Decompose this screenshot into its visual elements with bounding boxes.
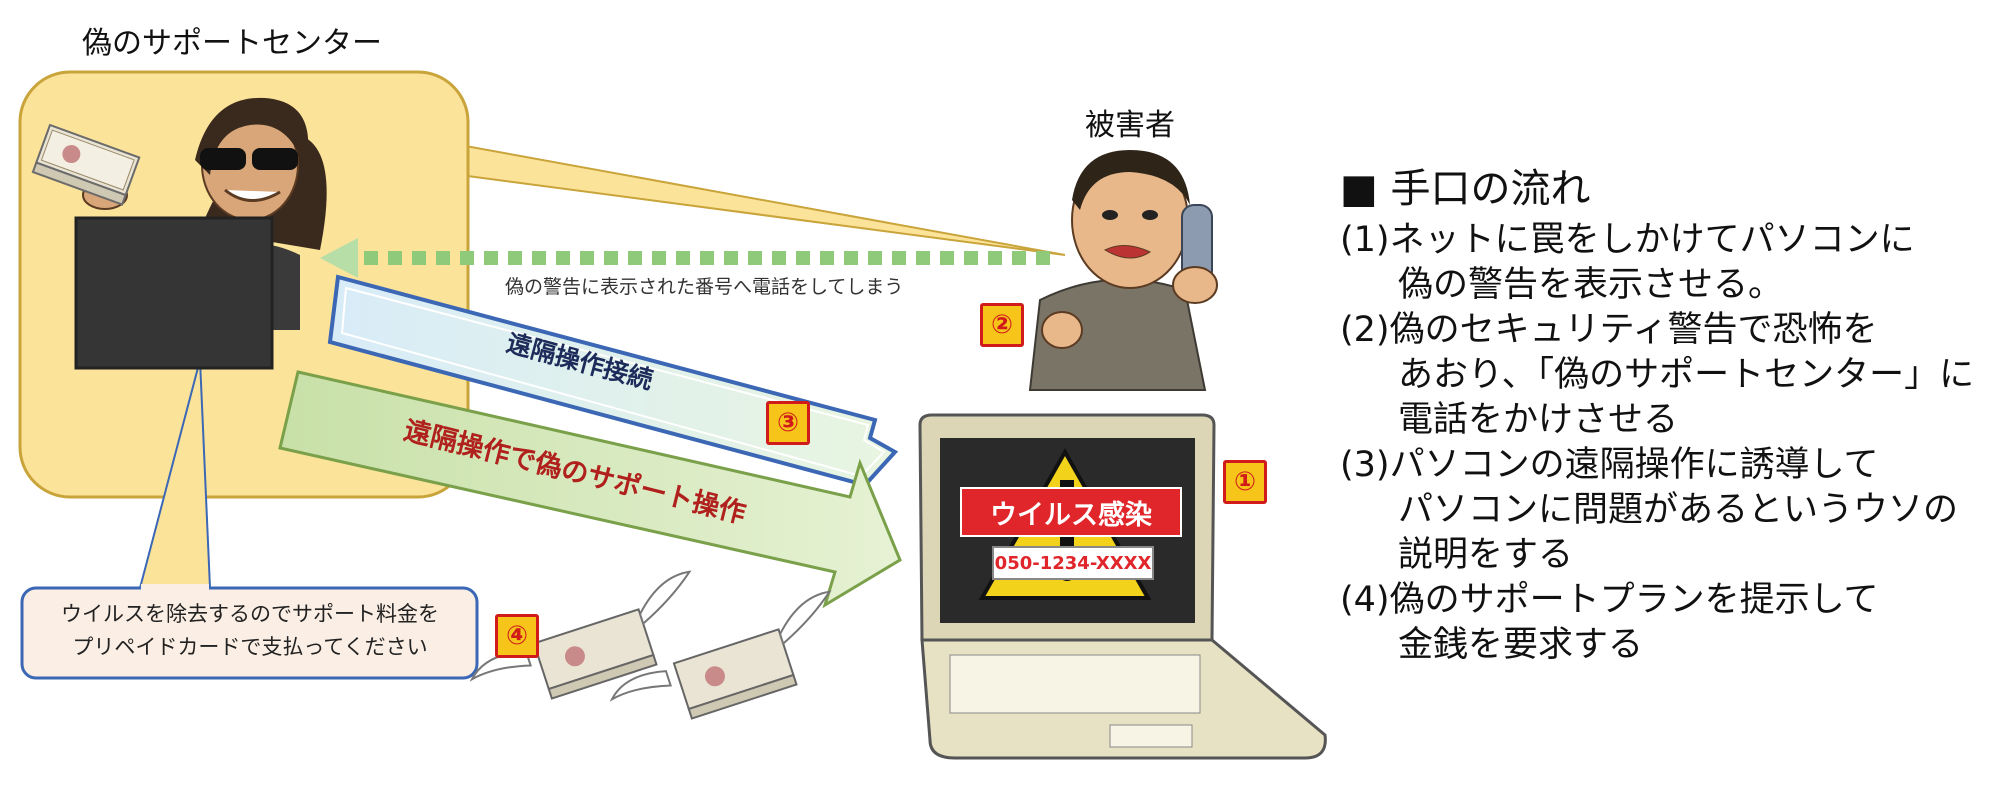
flow-title: ■ 手口の流れ <box>1340 166 1591 212</box>
badge-step-2: ② <box>980 303 1024 347</box>
speech-line-2: プリペイドカードで支払ってください <box>72 635 428 659</box>
victim-label: 被害者 <box>1085 108 1175 143</box>
flow-step-2-line-3: 電話をかけさせる <box>1398 400 1679 440</box>
flying-money-icon <box>609 590 832 720</box>
fake-phone-number: 050-1234-XXXX <box>992 546 1154 580</box>
flow-step-2: (2)偽のセキュリティ警告で恐怖を あおり、「偽のサポートセンター」に 電話をか… <box>1340 308 1990 443</box>
flow-step-1-line-1: (1)ネットに罠をしかけてパソコンに <box>1340 220 1915 260</box>
flow-step-4-line-1: (4)偽のサポートプランを提示して <box>1340 580 1879 620</box>
flow-step-4-line-2: 金銭を要求する <box>1398 625 1644 665</box>
flow-step-3-line-1: (3)パソコンの遠隔操作に誘導して <box>1340 445 1879 485</box>
victim-figure <box>1028 150 1218 391</box>
speech-bubble-text: ウイルスを除去するのでサポート料金を プリペイドカードで支払ってください <box>30 598 470 664</box>
badge-step-4: ④ <box>495 614 539 658</box>
badge-step-1: ① <box>1223 460 1267 504</box>
call-arrow-head <box>320 238 358 278</box>
flying-money-icon <box>469 570 692 700</box>
fake-center-label: 偽のサポートセンター <box>82 26 382 61</box>
call-beam <box>459 143 1066 256</box>
badge-step-3: ③ <box>766 401 810 445</box>
flow-panel: ■ 手口の流れ (1)ネットに罠をしかけてパソコンに 偽の警告を表示させる。 (… <box>1340 160 1990 668</box>
flow-step-3-line-3: 説明をする <box>1398 535 1574 575</box>
flow-step-3-line-2: パソコンに問題があるというウソの <box>1398 490 1959 530</box>
flow-step-2-line-1: (2)偽のセキュリティ警告で恐怖を <box>1340 310 1878 350</box>
remote-connect-arrow <box>327 274 899 488</box>
speech-bubble <box>20 586 479 680</box>
flow-step-1-line-2: 偽の警告を表示させる。 <box>1398 265 1784 305</box>
flow-step-2-line-2: あおり、「偽のサポートセンター」に <box>1398 355 1975 395</box>
flow-step-3: (3)パソコンの遠隔操作に誘導して パソコンに問題があるというウソの 説明をする <box>1340 443 1990 578</box>
call-arrow-label: 偽の警告に表示された番号へ電話をしてしまう <box>505 276 904 298</box>
flow-step-1: (1)ネットに罠をしかけてパソコンに 偽の警告を表示させる。 <box>1340 218 1990 308</box>
virus-alert-banner: ウイルス感染 <box>960 487 1182 537</box>
fake-support-arrow <box>278 370 902 609</box>
scammer-monitor <box>74 216 274 370</box>
flow-step-4: (4)偽のサポートプランを提示して 金銭を要求する <box>1340 578 1990 668</box>
speech-line-1: ウイルスを除去するのでサポート料金を <box>61 602 439 626</box>
money-stack-icon <box>31 123 141 206</box>
